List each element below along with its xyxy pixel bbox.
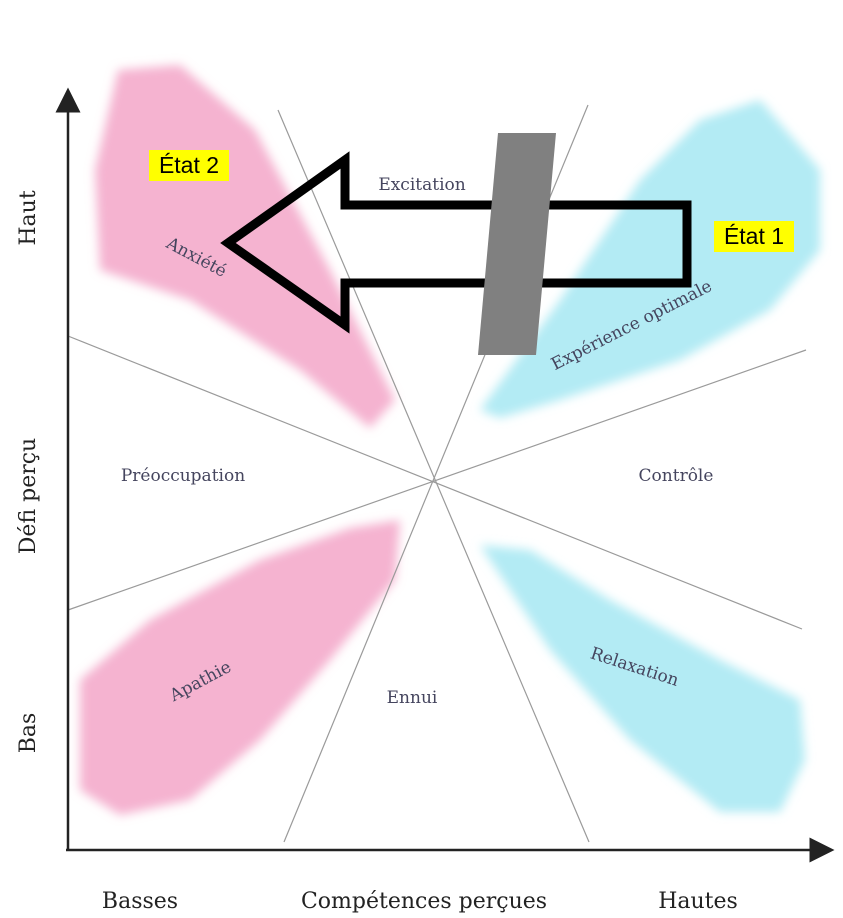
y-axis-low-label: Bas xyxy=(16,713,41,754)
barrier-block xyxy=(478,133,556,355)
transition-arrow xyxy=(220,151,692,334)
x-axis-title: Compétences perçues xyxy=(301,889,547,914)
divider-line xyxy=(277,109,590,843)
x-axis-low-label: Basses xyxy=(102,889,178,914)
divider-line xyxy=(67,335,803,630)
y-axis-title: Défi perçu xyxy=(16,438,41,554)
relaxation-region xyxy=(480,545,805,812)
anxiety-region xyxy=(95,65,395,428)
state2-highlight xyxy=(149,150,229,181)
zone-label-boredom: Ennui xyxy=(387,688,438,708)
zone-label-control: Contrôle xyxy=(639,466,714,486)
y-axis-high-label: Haut xyxy=(16,190,41,245)
optimal-experience-region xyxy=(480,100,820,418)
zone-label-excitation: Excitation xyxy=(378,175,465,195)
divider-line xyxy=(67,349,807,611)
x-axis-high-label: Hautes xyxy=(658,889,738,914)
zone-label-preoccupation: Préoccupation xyxy=(121,466,245,486)
state1-highlight xyxy=(714,221,794,252)
state2-label: État 2 xyxy=(159,152,219,178)
apathy-region xyxy=(80,520,400,815)
state1-label: État 1 xyxy=(724,223,784,249)
